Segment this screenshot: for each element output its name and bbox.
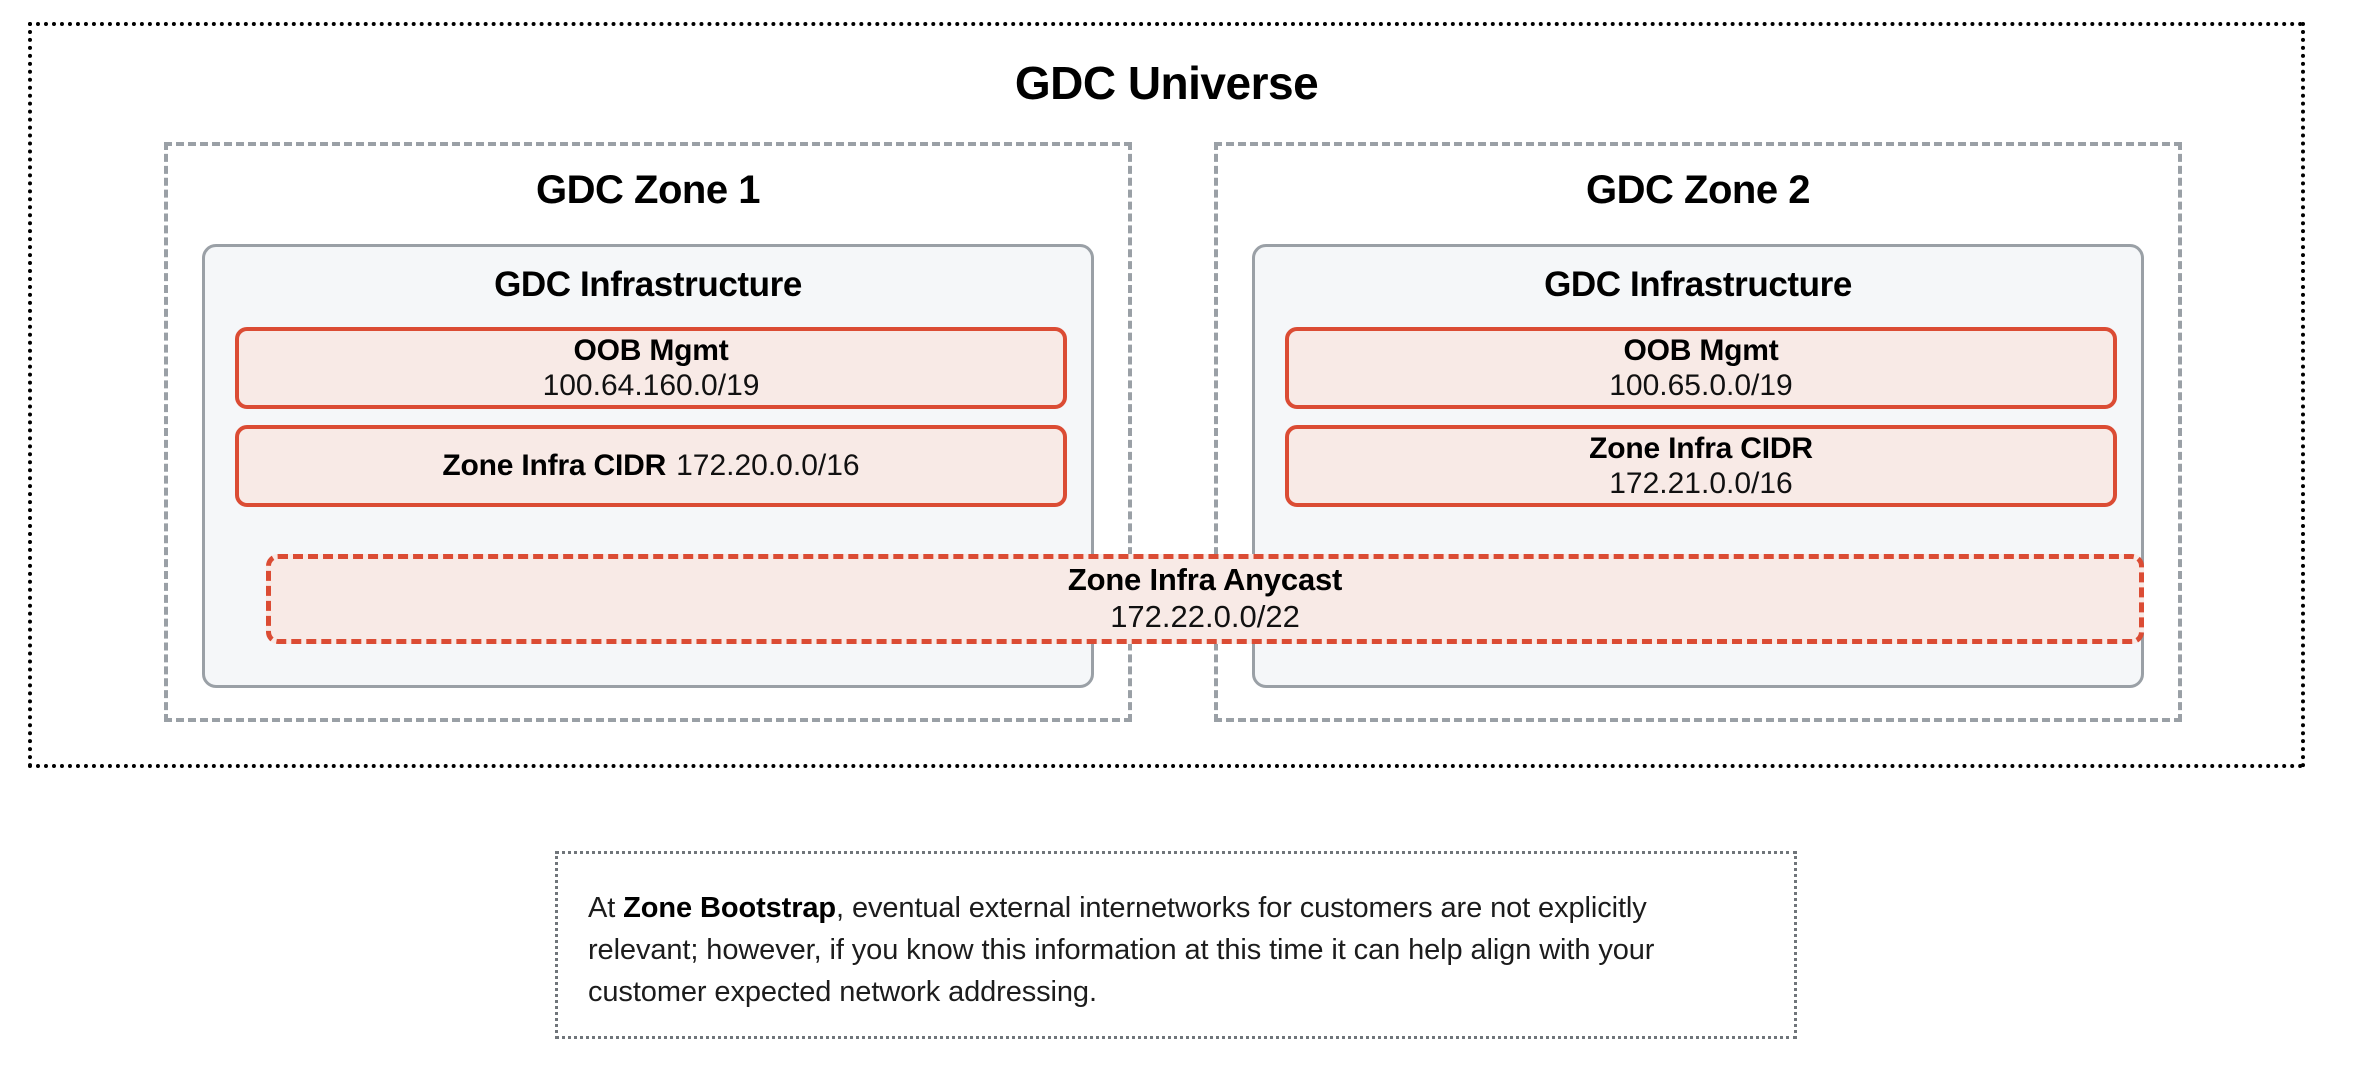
zone-2-oob-mgmt-value: 100.65.0.0/19 — [1609, 369, 1793, 402]
zone-bootstrap-note-text: At Zone Bootstrap, eventual external int… — [588, 888, 1764, 1013]
zone-infra-anycast-box: Zone Infra Anycast 172.22.0.0/22 — [266, 554, 2144, 644]
gdc-universe-container: GDC Universe GDC Zone 1 GDC Infrastructu… — [28, 22, 2305, 768]
note-bold-term: Zone Bootstrap — [623, 892, 837, 924]
zone-1-oob-mgmt-box: OOB Mgmt 100.64.160.0/19 — [235, 327, 1067, 409]
zone-1-infra-cidr-box: Zone Infra CIDR 172.20.0.0/16 — [235, 425, 1067, 507]
zone-2-infra-cidr-box: Zone Infra CIDR 172.21.0.0/16 — [1285, 425, 2117, 507]
zone-1-oob-mgmt-label: OOB Mgmt — [573, 333, 729, 367]
zone-infra-anycast-label: Zone Infra Anycast — [1067, 562, 1343, 598]
zone-1-infra-cidr-value: 172.20.0.0/16 — [676, 449, 860, 483]
zone-1-title: GDC Zone 1 — [536, 168, 760, 212]
zone-2-oob-mgmt-label: OOB Mgmt — [1623, 333, 1779, 367]
zone-2-infrastructure-title: GDC Infrastructure — [1544, 265, 1852, 304]
universe-title: GDC Universe — [1014, 57, 1319, 109]
note-rest-text: , eventual external internetworks for cu… — [588, 892, 1655, 1008]
zone-infra-anycast-value: 172.22.0.0/22 — [1110, 599, 1300, 634]
zone-2-infra-cidr-value: 172.21.0.0/16 — [1609, 467, 1793, 500]
zone-1-infra-cidr-label: Zone Infra CIDR — [442, 449, 667, 483]
zone-2-oob-mgmt-box: OOB Mgmt 100.65.0.0/19 — [1285, 327, 2117, 409]
note-lead-text: At — [588, 892, 624, 924]
zone-1-oob-mgmt-value: 100.64.160.0/19 — [542, 369, 760, 402]
zone-2-infra-cidr-label: Zone Infra CIDR — [1589, 431, 1813, 465]
zone-1-infrastructure-title: GDC Infrastructure — [494, 265, 802, 304]
zone-2-title: GDC Zone 2 — [1586, 168, 1810, 212]
zone-bootstrap-note-box: At Zone Bootstrap, eventual external int… — [555, 851, 1797, 1039]
